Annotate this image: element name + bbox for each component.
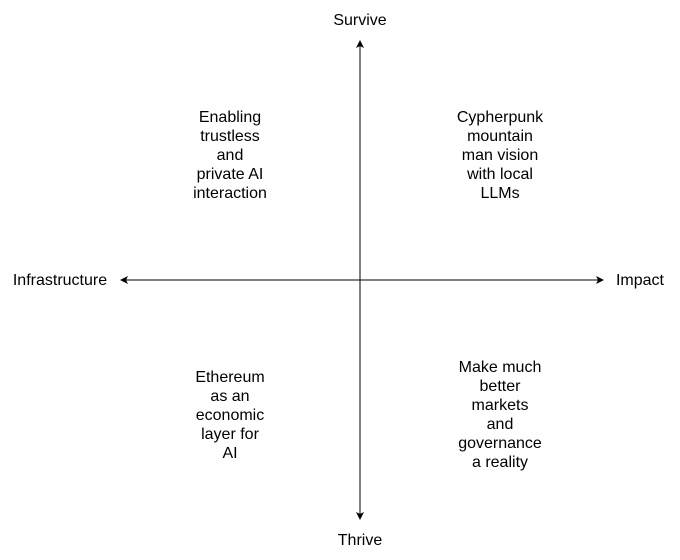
quadrant-text-line: interaction xyxy=(193,185,267,202)
quadrant-text-line: a reality xyxy=(471,454,529,471)
axis-label-thrive: Thrive xyxy=(337,532,383,549)
quadrant-text-line: private AI xyxy=(196,166,264,183)
quadrant-text-line: LLMs xyxy=(480,185,520,202)
quadrant-text-line: Enabling xyxy=(198,109,262,126)
quadrant-top-right: Cypherpunk mountain man vision with loca… xyxy=(440,108,560,203)
quadrant-text-line: trustless xyxy=(200,128,260,145)
axis-label-survive: Survive xyxy=(333,12,387,29)
quadrant-bottom-right: Make much better markets and governance … xyxy=(440,358,560,472)
quadrant-text-line: with local xyxy=(467,166,533,183)
axis-label-infrastructure: Infrastructure xyxy=(12,272,108,289)
quadrant-text-line: governance xyxy=(458,435,542,452)
quadrant-bottom-left: Ethereum as an economic layer for AI xyxy=(170,368,290,463)
quadrant-text-line: man vision xyxy=(461,147,539,164)
quadrant-text-line: better xyxy=(479,378,521,395)
quadrant-text-line: and xyxy=(486,416,514,433)
quadrant-text-line: Make much xyxy=(458,359,542,376)
quadrant-text-line: markets xyxy=(471,397,529,414)
quadrant-text-line: economic xyxy=(195,407,265,424)
quadrant-text-line: Ethereum xyxy=(195,369,265,386)
quadrant-text-line: and xyxy=(216,147,244,164)
quadrant-text-line: as an xyxy=(210,388,250,405)
axis-label-impact: Impact xyxy=(615,272,664,289)
quadrant-text-line: mountain xyxy=(467,128,533,145)
quadrant-text-line: Cypherpunk xyxy=(456,109,544,126)
quadrant-top-left: Enabling trustless and private AI intera… xyxy=(170,108,290,203)
quadrant-text-line: AI xyxy=(222,445,238,462)
quadrant-text-line: layer for xyxy=(201,426,259,443)
